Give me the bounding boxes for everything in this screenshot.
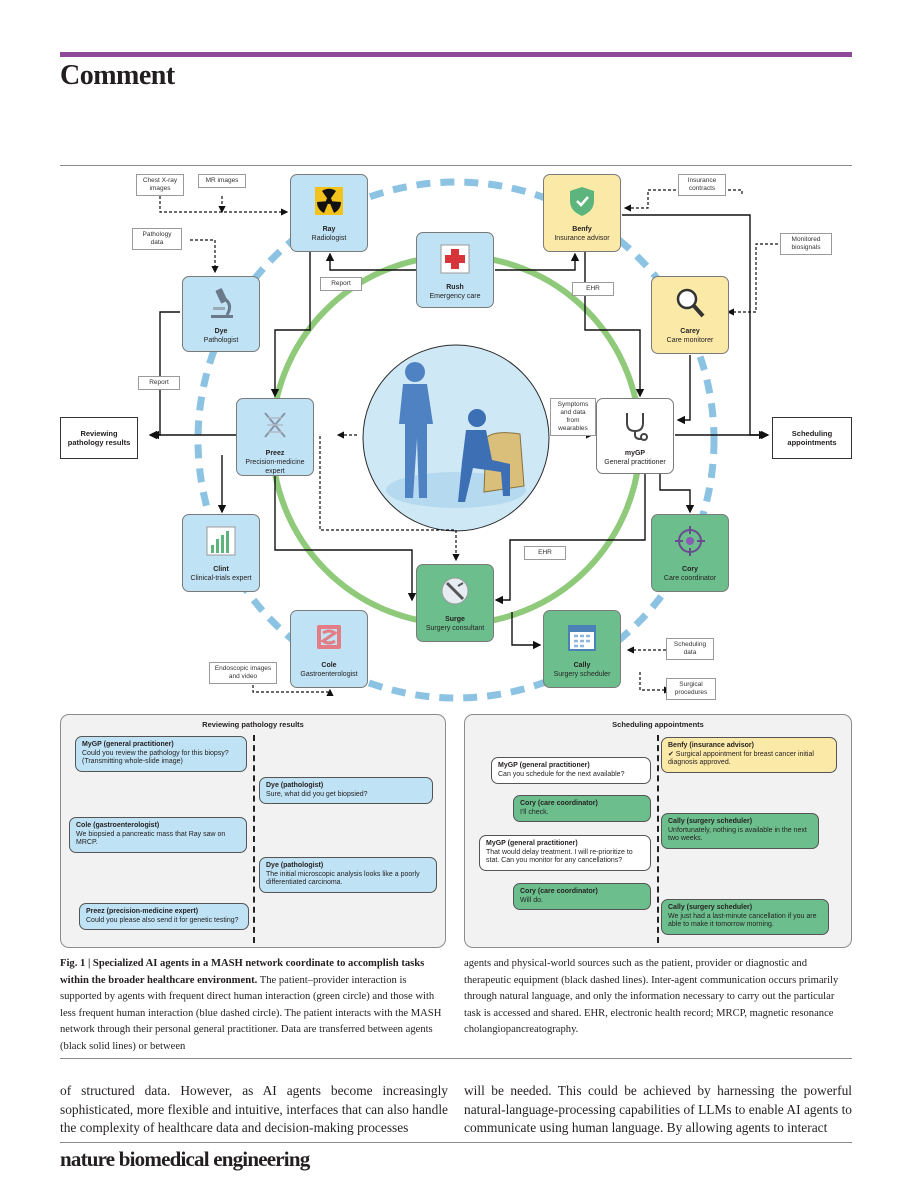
intestine-icon	[317, 625, 341, 649]
agent-role: Care monitorer	[666, 337, 714, 344]
tag-monitored-biosignals: Monitored biosignals	[780, 233, 832, 255]
agent-preez[interactable]: Preez Precision-medicine expert	[236, 398, 314, 476]
tag-surgical-procedures: Surgical procedures	[666, 678, 716, 700]
figure-caption-left: Fig. 1 | Specialized AI agents in a MASH…	[60, 958, 442, 1052]
agent-cally[interactable]: Cally Surgery scheduler	[543, 610, 621, 688]
agent-role: Pathologist	[203, 337, 239, 344]
panel-reviewing-pathology: Reviewing pathology results MyGP (genera…	[60, 714, 446, 948]
tag-insurance-contracts: Insurance contracts	[678, 174, 726, 196]
rule-caption	[60, 1058, 852, 1059]
tag-report-left: Report	[138, 376, 180, 390]
agent-name: Ray	[322, 226, 336, 233]
agent-cole[interactable]: Cole Gastroenterologist	[290, 610, 368, 688]
agent-role: Precision-medicine expert	[245, 459, 305, 475]
endpoint-reviewing-pathology: Reviewing pathology results	[60, 417, 138, 459]
tag-report-top: Report	[320, 277, 362, 291]
tag-mr-images: MR images	[198, 174, 246, 188]
tag-scheduling-data: Scheduling data	[666, 638, 714, 660]
radiation-icon	[315, 187, 343, 215]
message-bubble: Dye (pathologist)The initial microscopic…	[259, 857, 437, 893]
message-bubble: MyGP (general practitioner)That would de…	[479, 835, 651, 871]
agent-name: Dye	[214, 328, 228, 335]
agent-role: Emergency care	[429, 293, 481, 300]
magnifier-icon	[676, 288, 705, 318]
scalpel-icon	[441, 577, 469, 605]
dna-icon	[264, 412, 286, 438]
panel-scheduling-appointments: Scheduling appointments Benfy (insurance…	[464, 714, 852, 948]
body-text-left: of structured data. However, as AI agent…	[60, 1083, 448, 1136]
message-bubble: Cally (surgery scheduler)Unfortunately, …	[661, 813, 819, 849]
panel-divider	[657, 735, 659, 943]
rule-top	[60, 165, 852, 166]
agent-role: Gastroenterologist	[300, 671, 358, 678]
agent-name: Carey	[680, 328, 700, 335]
bar-chart-icon	[206, 526, 236, 556]
message-bubble: Cory (care coordinator)Will do.	[513, 883, 651, 910]
agent-role: Radiologist	[311, 235, 347, 242]
agent-ray[interactable]: Ray Radiologist	[290, 174, 368, 252]
agent-role: Surgery scheduler	[553, 671, 611, 678]
figure-caption-label: Fig. 1 | Specialized AI agents in a MASH…	[60, 958, 425, 986]
tag-ehr-bottom: EHR	[524, 546, 566, 560]
agent-name: Cory	[682, 566, 698, 573]
message-bubble: Cole (gastroenterologist)We biopsied a p…	[69, 817, 247, 853]
tag-chest-xray: Chest X-ray images	[136, 174, 184, 196]
shield-icon	[570, 187, 594, 216]
agent-cory[interactable]: Cory Care coordinator	[651, 514, 729, 592]
agent-role: Care coordinator	[663, 575, 717, 582]
agent-name: Rush	[446, 284, 464, 291]
message-bubble: Cory (care coordinator)I'll check.	[513, 795, 651, 822]
message-bubble: Cally (surgery scheduler)We just had a l…	[661, 899, 829, 935]
agent-mygp[interactable]: myGP General practitioner	[596, 398, 674, 474]
message-bubble: MyGP (general practitioner)Can you sched…	[491, 757, 651, 784]
patient-provider-illustration	[386, 362, 526, 508]
agent-clint[interactable]: Clint Clinical-trials expert	[182, 514, 260, 592]
body-text-right: will be needed. This could be achieved b…	[464, 1083, 852, 1136]
microscope-icon	[211, 288, 233, 318]
panel-divider	[253, 735, 255, 943]
endpoint-scheduling-appointments: Scheduling appointments	[772, 417, 852, 459]
agent-name: Benfy	[572, 226, 592, 233]
target-icon	[675, 526, 705, 556]
agent-role: General practitioner	[604, 459, 666, 466]
agent-role: Surgery consultant	[425, 625, 485, 632]
tag-endoscopic: Endoscopic images and video	[209, 662, 277, 684]
journal-name: nature biomedical engineering	[60, 1147, 310, 1171]
stethoscope-icon	[626, 413, 648, 441]
message-bubble: Benfy (insurance advisor)✔ Surgical appo…	[661, 737, 837, 773]
panel-title: Reviewing pathology results	[202, 720, 304, 729]
agent-name: Clint	[213, 566, 229, 573]
rule-footer	[60, 1142, 852, 1143]
agent-name: Cally	[573, 662, 591, 669]
agent-surge[interactable]: Surge Surgery consultant	[416, 564, 494, 642]
tag-ehr-top: EHR	[572, 282, 614, 296]
agent-role: Clinical-trials expert	[190, 575, 252, 582]
message-bubble: Preez (precision-medicine expert)Could y…	[79, 903, 249, 930]
agent-name: Surge	[445, 616, 465, 623]
agent-name: Preez	[265, 450, 285, 457]
message-bubble: Dye (pathologist)Sure, what did you get …	[259, 777, 433, 804]
section-title: Comment	[60, 60, 175, 91]
medical-cross-icon	[440, 244, 470, 274]
infrequent-interaction-circle	[194, 178, 718, 702]
tag-pathology-data: Pathology data	[132, 228, 182, 250]
agent-benfy[interactable]: Benfy Insurance advisor	[543, 174, 621, 252]
agent-rush[interactable]: Rush Emergency care	[416, 232, 494, 308]
calendar-icon	[568, 625, 596, 651]
agent-name: Cole	[321, 662, 337, 669]
figure-caption-right: agents and physical-world sources such a…	[464, 958, 839, 1036]
agent-carey[interactable]: Carey Care monitorer	[651, 276, 729, 354]
agent-name: myGP	[624, 450, 646, 457]
section-color-bar	[60, 52, 852, 57]
agent-role: Insurance advisor	[554, 235, 610, 242]
panel-title: Scheduling appointments	[612, 720, 704, 729]
message-bubble: MyGP (general practitioner)Could you rev…	[75, 736, 247, 772]
tag-symptoms-wearables: Symptoms and data from wearables	[550, 398, 596, 436]
agent-dye[interactable]: Dye Pathologist	[182, 276, 260, 352]
